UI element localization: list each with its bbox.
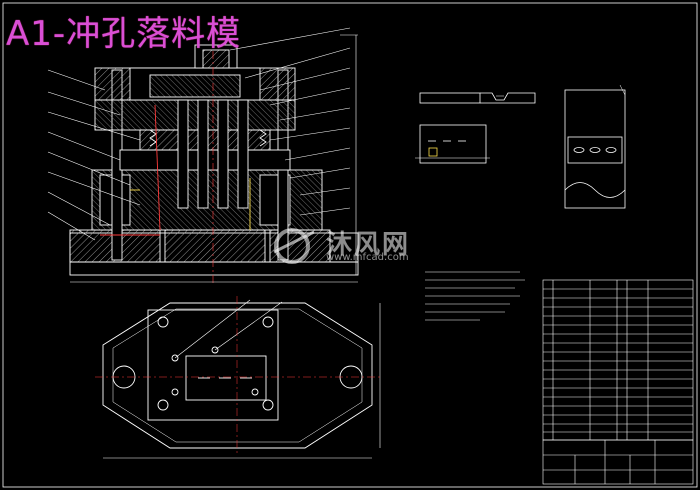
- title-block: [542, 439, 694, 485]
- top-view: [95, 296, 381, 459]
- watermark: 沐风网 www.mfcad.com: [268, 222, 438, 270]
- parts-list: [542, 279, 694, 441]
- mufeng-logo-icon: [273, 228, 315, 264]
- section-view: [47, 27, 359, 285]
- strip-layout: [415, 92, 536, 164]
- watermark-name: 沐风网: [326, 230, 411, 260]
- watermark-url: www.mfcad.com: [326, 252, 409, 263]
- technical-notes: [425, 271, 525, 321]
- drawing-title: A1-冲孔落料模: [6, 14, 242, 54]
- workpiece-view: [564, 84, 626, 209]
